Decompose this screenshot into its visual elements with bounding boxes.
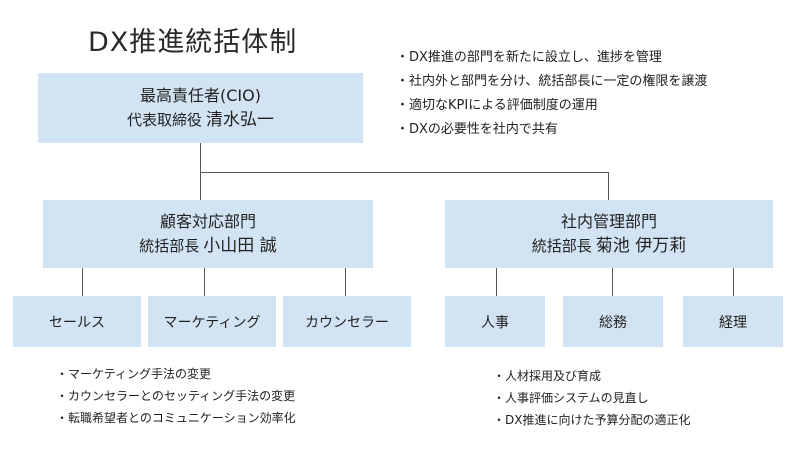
note-item: ・人事評価システムの見直し bbox=[493, 391, 649, 405]
connector-left-unit-1 bbox=[82, 268, 83, 296]
connector-left-unit-3 bbox=[345, 268, 346, 296]
connector-horizontal bbox=[200, 172, 609, 173]
chart-title: DX推進統括体制 bbox=[88, 27, 298, 58]
policy-item: ・DX推進の部門を新たに設立し、進捗を管理 bbox=[396, 50, 662, 65]
customer-division-box: 顧客対応部門 統括部長小山田 誠 bbox=[43, 200, 373, 268]
policy-list: ・DX推進の部門を新たに設立し、進捗を管理 ・社内外と部門を分け、統括部長に一定… bbox=[396, 46, 707, 142]
policy-item: ・社内外と部門を分け、統括部長に一定の権限を譲渡 bbox=[396, 74, 708, 89]
connector-right-unit-1 bbox=[496, 268, 497, 296]
note-item: ・DX推進に向けた予算分配の適正化 bbox=[493, 413, 691, 427]
division-position: 統括部長 bbox=[531, 237, 592, 255]
division-head: 小山田 誠 bbox=[203, 236, 277, 256]
division-name: 顧客対応部門 bbox=[159, 212, 256, 231]
unit-label: マーケティング bbox=[163, 314, 261, 331]
unit-label: 総務 bbox=[599, 314, 627, 331]
cio-name: 清水弘一 bbox=[206, 110, 274, 130]
policy-item: ・適切なKPIによる評価制度の運用 bbox=[396, 98, 598, 113]
cio-position: 代表取締役 bbox=[126, 111, 202, 129]
unit-label: セールス bbox=[49, 314, 105, 331]
connector-right-vertical bbox=[608, 172, 609, 200]
note-item: ・カウンセラーとのセッティング手法の変更 bbox=[56, 389, 296, 403]
unit-box-hr: 人事 bbox=[445, 296, 545, 347]
unit-box-marketing: マーケティング bbox=[148, 296, 276, 347]
cio-box: 最高責任者(CIO) 代表取締役清水弘一 bbox=[38, 73, 363, 143]
cio-line: 代表取締役清水弘一 bbox=[127, 108, 274, 132]
internal-division-notes: ・人材採用及び育成 ・人事評価システムの見直し ・DX推進に向けた予算分配の適正… bbox=[493, 365, 690, 431]
division-position: 統括部長 bbox=[139, 237, 200, 255]
internal-division-box: 社内管理部門 統括部長菊池 伊万莉 bbox=[445, 200, 773, 268]
unit-box-sales: セールス bbox=[13, 296, 141, 347]
unit-label: カウンセラー bbox=[305, 314, 389, 331]
division-head-line: 統括部長小山田 誠 bbox=[139, 234, 276, 258]
division-head: 菊池 伊万莉 bbox=[595, 236, 687, 256]
customer-division-notes: ・マーケティング手法の変更 ・カウンセラーとのセッティング手法の変更 ・転職希望… bbox=[56, 363, 296, 429]
policy-item: ・DXの必要性を社内で共有 bbox=[396, 122, 558, 137]
division-name: 社内管理部門 bbox=[560, 212, 657, 231]
connector-right-unit-3 bbox=[733, 268, 734, 296]
note-item: ・転職希望者とのコミュニケーション効率化 bbox=[56, 411, 296, 425]
unit-box-accounting: 経理 bbox=[683, 296, 783, 347]
connector-left-unit-2 bbox=[204, 268, 205, 296]
note-item: ・人材採用及び育成 bbox=[493, 369, 602, 383]
unit-label: 経理 bbox=[719, 314, 747, 331]
division-head-line: 統括部長菊池 伊万莉 bbox=[532, 234, 686, 258]
unit-label: 人事 bbox=[481, 314, 509, 331]
connector-right-unit-2 bbox=[612, 268, 613, 296]
cio-role: 最高責任者(CIO) bbox=[140, 86, 261, 105]
connector-top-vertical bbox=[200, 142, 201, 200]
unit-box-general-affairs: 総務 bbox=[563, 296, 663, 347]
unit-box-counselor: カウンセラー bbox=[283, 296, 411, 347]
note-item: ・マーケティング手法の変更 bbox=[56, 367, 212, 381]
